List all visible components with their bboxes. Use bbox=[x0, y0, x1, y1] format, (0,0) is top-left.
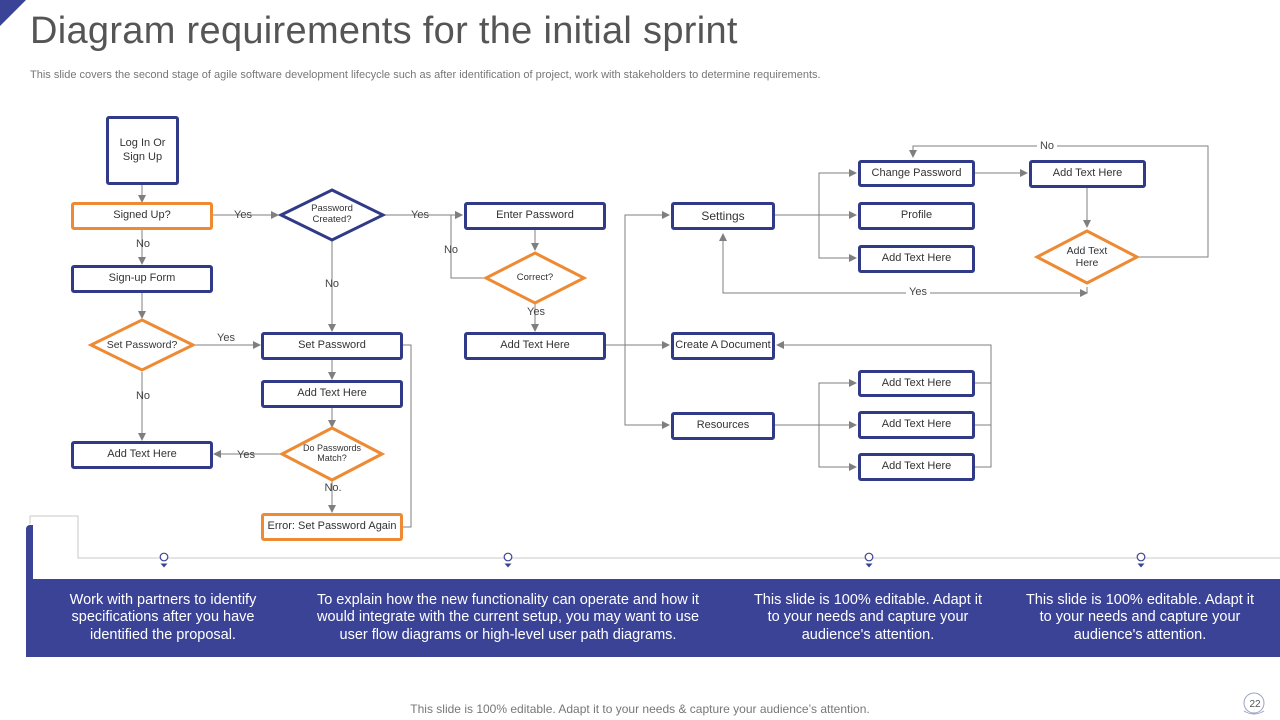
node-error-set-password: Error: Set Password Again bbox=[261, 513, 403, 541]
band-text-3: This slide is 100% editable. Adapt it to… bbox=[753, 592, 983, 643]
label-no-match: No. bbox=[324, 482, 342, 494]
label-yes-correct: Yes bbox=[527, 306, 545, 318]
diamond-set-password bbox=[87, 318, 197, 372]
connector-error-loop bbox=[402, 344, 412, 528]
label-no-created: No bbox=[324, 278, 340, 290]
page-number: 22 bbox=[1249, 698, 1261, 710]
node-signup-form: Sign-up Form bbox=[71, 265, 213, 293]
page-subtitle: This slide covers the second stage of ag… bbox=[30, 69, 821, 81]
timeline-line bbox=[29, 515, 1280, 559]
band-text-2: To explain how the new functionality can… bbox=[316, 592, 700, 643]
timeline-marker-icon bbox=[503, 552, 513, 568]
diamond-passwords-match bbox=[278, 426, 386, 482]
label-yes-signed: Yes bbox=[234, 209, 252, 221]
diamond-add-text bbox=[1033, 229, 1141, 285]
connector-diamond-no bbox=[909, 145, 1209, 258]
diamond-password-created bbox=[277, 188, 387, 242]
node-add-text-doc-1: Add Text Here bbox=[858, 370, 975, 397]
node-add-text-left: Add Text Here bbox=[71, 441, 213, 469]
node-add-text-mid: Add Text Here bbox=[261, 380, 403, 408]
label-yes-created: Yes bbox=[411, 209, 429, 221]
node-set-password: Set Password bbox=[261, 332, 403, 360]
node-add-text-doc-2: Add Text Here bbox=[858, 411, 975, 439]
label-yes-match: Yes bbox=[237, 449, 255, 461]
connector-branch-trunk bbox=[624, 214, 669, 426]
node-change-password: Change Password bbox=[858, 160, 975, 187]
node-settings: Settings bbox=[671, 202, 775, 230]
label-no-correct: No bbox=[443, 244, 459, 256]
node-enter-password: Enter Password bbox=[464, 202, 606, 230]
node-add-text-settings: Add Text Here bbox=[858, 245, 975, 273]
band-text-1: Work with partners to identify specifica… bbox=[69, 592, 257, 643]
band-text-4: This slide is 100% editable. Adapt it to… bbox=[1025, 592, 1255, 643]
label-yes-setpw: Yes bbox=[217, 332, 235, 344]
node-add-text-doc-3: Add Text Here bbox=[858, 453, 975, 481]
label-yes-settings: Yes bbox=[906, 286, 930, 298]
node-add-text-center: Add Text Here bbox=[464, 332, 606, 360]
timeline-marker-icon bbox=[1136, 552, 1146, 568]
flowchart-connectors bbox=[29, 145, 1280, 559]
footer-note: This slide is 100% editable. Adapt it to… bbox=[410, 702, 870, 716]
connector-resources-addtext3 bbox=[818, 425, 857, 471]
corner-accent bbox=[0, 0, 26, 26]
diamond-correct bbox=[482, 251, 588, 305]
label-no-signed: No bbox=[135, 238, 151, 250]
info-band bbox=[26, 579, 1280, 657]
page-number-badge-icon bbox=[1243, 692, 1265, 715]
diamond-text-password-created: Password Created? bbox=[311, 203, 353, 225]
diamond-text-add-text: Add Text Here bbox=[1066, 244, 1108, 269]
timeline-marker-icon bbox=[864, 552, 874, 568]
node-profile: Profile bbox=[858, 202, 975, 230]
node-create-document: Create A Document bbox=[671, 332, 775, 360]
connector-settings-addtext bbox=[818, 215, 857, 262]
timeline-marker-icon bbox=[159, 552, 169, 568]
node-resources: Resources bbox=[671, 412, 775, 440]
node-signed-up: Signed Up? bbox=[71, 202, 213, 230]
connector-bracket-createdoc bbox=[776, 341, 992, 383]
info-band-edge bbox=[26, 525, 33, 657]
diamond-text-passwords-match: Do Passwords Match? bbox=[302, 442, 362, 463]
label-no-setpw: No bbox=[135, 390, 151, 402]
page-title: Diagram requirements for the initial spr… bbox=[30, 10, 738, 52]
connector-correct-no bbox=[450, 211, 487, 279]
diamond-text-correct: Correct? bbox=[516, 271, 554, 283]
node-login: Log In Or Sign Up bbox=[106, 116, 179, 185]
label-no-top: No bbox=[1036, 140, 1058, 152]
node-add-text-change: Add Text Here bbox=[1029, 160, 1146, 188]
diamond-text-set-password: Set Password? bbox=[106, 338, 178, 351]
